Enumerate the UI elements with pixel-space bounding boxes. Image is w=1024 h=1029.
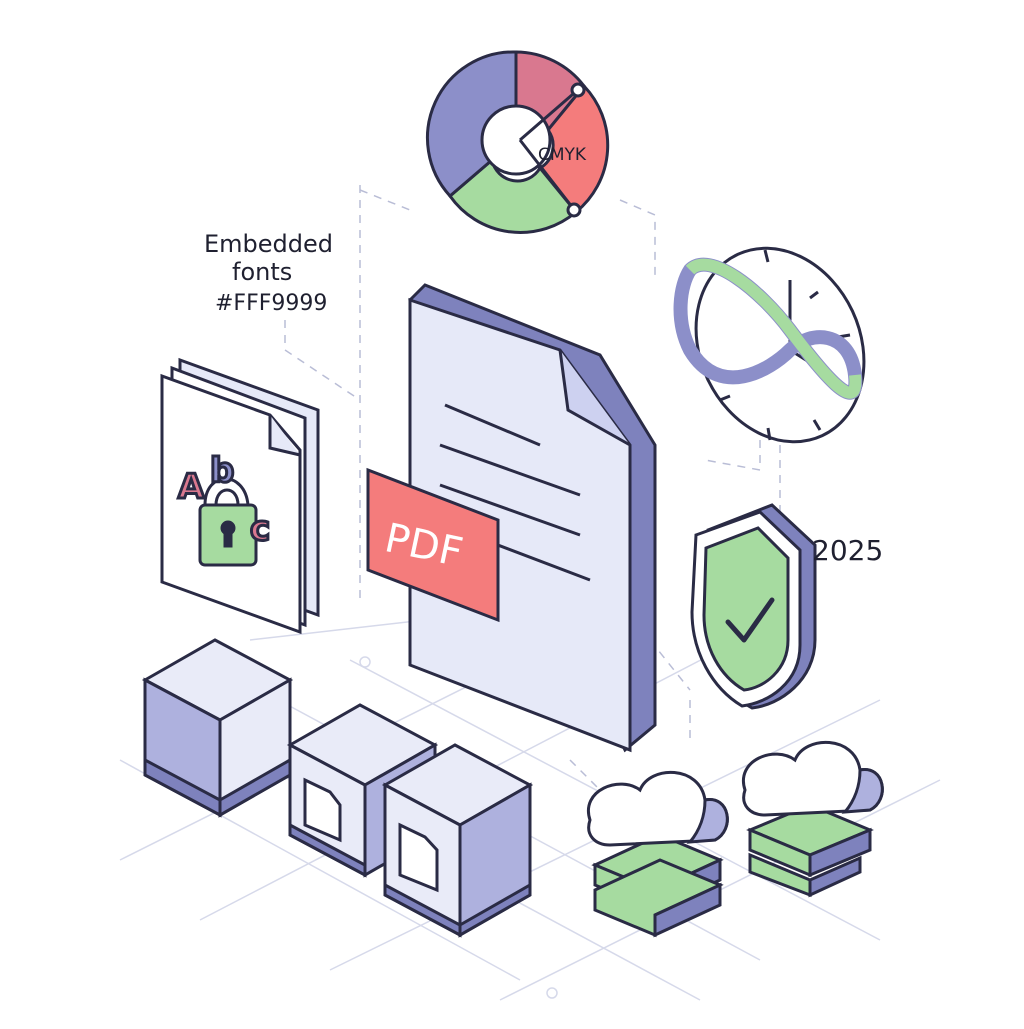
- dashed-connectors: [284, 185, 781, 791]
- font-color-hex: #FFF9999: [215, 291, 327, 316]
- abc-letter-b: b: [210, 451, 234, 491]
- year-label: 2025: [812, 534, 883, 567]
- embedded-fonts-line1: Embedded: [204, 230, 333, 258]
- archive-box-icon: [141, 638, 534, 938]
- cmyk-color-wheel-icon: CMYK: [426, 50, 610, 234]
- pdf-document-icon: PDF: [366, 283, 657, 753]
- locked-font-pages-icon: A b c: [160, 357, 320, 635]
- abc-letter-c: c: [250, 509, 270, 549]
- cloud-server-icon: [586, 740, 884, 938]
- cmyk-label: CMYK: [538, 145, 587, 165]
- embedded-fonts-label: Embedded fonts #FFF9999: [204, 230, 333, 316]
- embedded-fonts-line2: fonts: [232, 258, 292, 286]
- abc-letter-a: A: [178, 467, 205, 507]
- shield-check-icon: [690, 503, 817, 710]
- infinity-clock-icon: [673, 246, 866, 444]
